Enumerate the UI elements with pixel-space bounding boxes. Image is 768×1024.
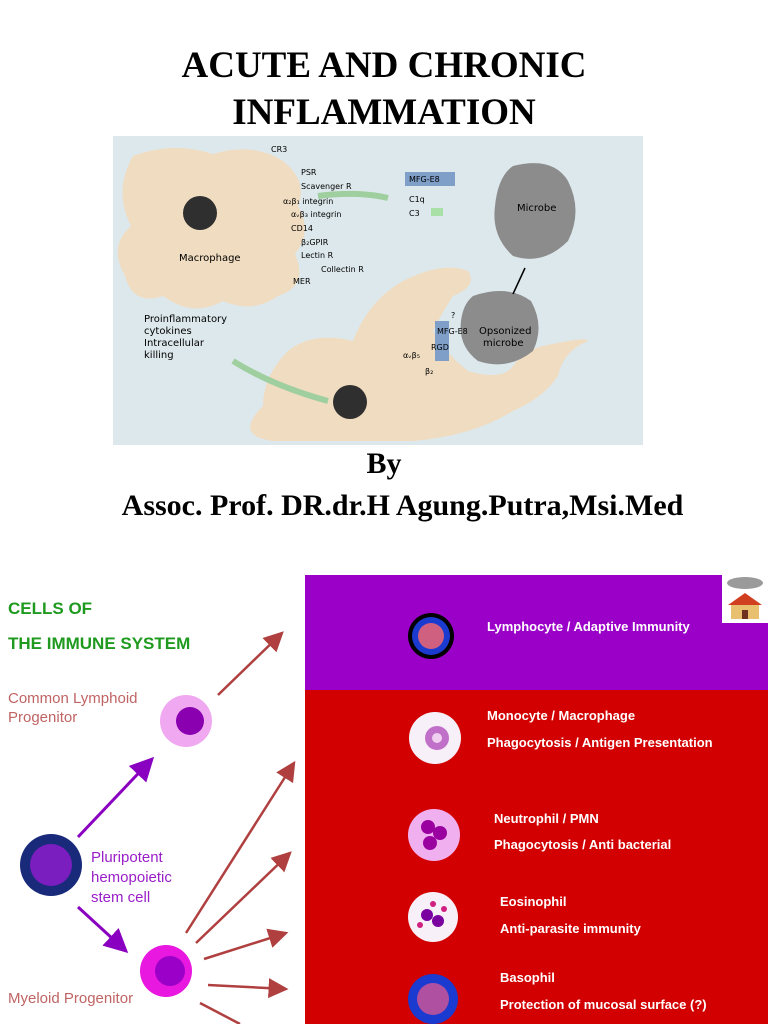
title-line-2: INFLAMMATION (232, 92, 536, 133)
neutrophil-function: Phagocytosis / Anti bacterial (494, 837, 672, 852)
monocyte-label: Monocyte / Macrophage (487, 708, 636, 723)
stem-label-line: Pluripotent (91, 849, 163, 866)
microbe-label: Microbe (517, 203, 556, 214)
macrophage-label: Macrophage (179, 253, 241, 264)
receptor-label: αᵥβ₃ integrin (291, 210, 341, 219)
monocyte-function: Phagocytosis / Antigen Presentation (487, 735, 713, 750)
lymphocyte-cell-icon (408, 613, 454, 659)
ligand-label: MFG-E8 (409, 175, 440, 184)
stem-cell-label: Pluripotent hemopoietic stem cell (91, 848, 172, 908)
basophil-cell-icon (408, 974, 458, 1024)
stem-label-line: stem cell (91, 889, 151, 906)
immune-cells-slide: CELLS OF THE IMMUNE SYSTEM Common Lympho… (0, 575, 768, 1024)
receptor-label: MER (293, 277, 311, 286)
receptor-label: β₂GPIR (301, 238, 329, 247)
outcome-label: killing (144, 350, 174, 361)
small-label: RGD (431, 343, 449, 352)
receptor-label: PSR (301, 168, 317, 177)
eosinophil-function: Anti-parasite immunity (500, 921, 641, 936)
lymphoid-progenitor-cell (160, 695, 212, 747)
lymphoid-label-line: Common Lymphoid (8, 690, 138, 707)
small-label: β₂ (425, 367, 433, 376)
receptor-label: Scavenger R (301, 182, 352, 191)
myeloid-progenitor-cell (140, 945, 192, 997)
lymphocyte-panel (305, 575, 768, 690)
author-name: Assoc. Prof. DR.dr.H Agung.Putra,Msi.Med (121, 489, 684, 522)
macrophage-cell (117, 147, 305, 309)
small-label: ? (451, 311, 455, 320)
small-label: MFG-E8 (437, 327, 468, 336)
house-icon (722, 575, 768, 623)
lymphocyte-label: Lymphocyte / Adaptive Immunity (487, 619, 690, 634)
by-label: By (366, 447, 402, 480)
monocyte-cell-icon (409, 712, 461, 764)
phagocytosis-figure: CR3 PSR Scavenger R α₂β₁ integrin αᵥβ₃ i… (113, 136, 643, 445)
ligand-label: C3 (409, 209, 420, 218)
phagocyte-nucleus (333, 385, 367, 419)
myeloid-panel (305, 690, 768, 1024)
eosinophil-label: Eosinophil (500, 894, 567, 909)
cells-title-line-2: THE IMMUNE SYSTEM (8, 634, 191, 653)
stem-label-line: hemopoietic (91, 869, 172, 886)
title-line-1: ACUTE AND CHRONIC (181, 45, 587, 86)
eosinophil-cell-icon (408, 892, 458, 942)
receptor-label: Collectin R (321, 265, 364, 274)
lymphoid-label-line: Progenitor (8, 709, 78, 726)
neutrophil-cell-icon (408, 809, 460, 861)
outcome-label: Intracellular (144, 338, 205, 349)
myeloid-label: Myeloid Progenitor (8, 990, 134, 1007)
ligand-label: C1q (409, 195, 425, 204)
neutrophil-label: Neutrophil / PMN (494, 811, 599, 826)
opsonized-label: Opsonized (479, 326, 531, 337)
stem-cell (20, 834, 82, 896)
lymphoid-label: Common Lymphoid Progenitor (8, 689, 138, 727)
receptor-label: CD14 (291, 224, 313, 233)
receptor-label: α₂β₁ integrin (283, 197, 333, 206)
opsonized-microbe (460, 291, 539, 365)
cells-title-line-1: CELLS OF (8, 599, 93, 618)
microbe (494, 163, 576, 259)
slide-title: ACUTE AND CHRONIC INFLAMMATION (0, 42, 768, 136)
outcome-label: Proinflammatory (144, 314, 227, 325)
basophil-function: Protection of mucosal surface (?) (500, 997, 707, 1012)
macrophage-nucleus (183, 196, 217, 230)
lineage-diagram (20, 575, 768, 1024)
receptor-label: Lectin R (301, 251, 334, 260)
opsonized-label: microbe (483, 338, 524, 349)
outcome-label: cytokines (144, 326, 192, 337)
basophil-label: Basophil (500, 970, 555, 985)
small-label: αᵥβ₅ (403, 351, 420, 360)
receptor-label: CR3 (271, 145, 287, 154)
